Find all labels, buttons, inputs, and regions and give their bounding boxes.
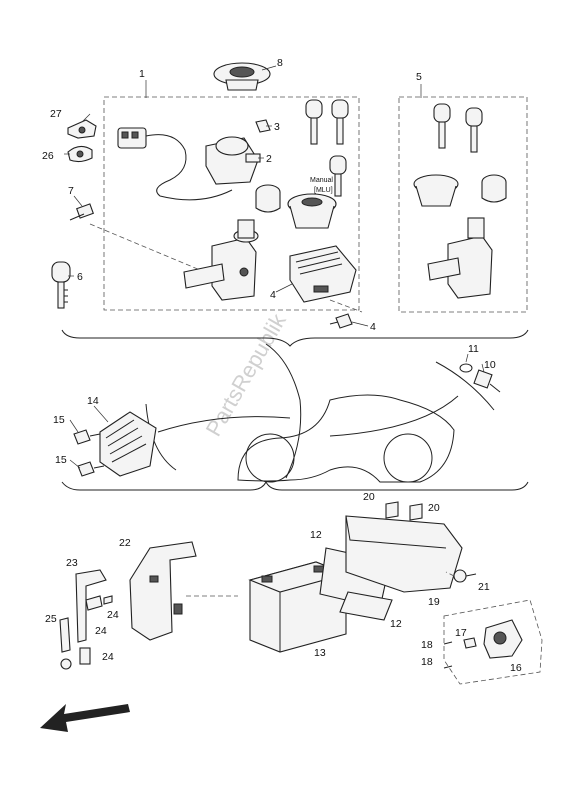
callout-21: 21 xyxy=(478,581,490,593)
rectifier-wire-left xyxy=(145,403,177,471)
sensor-wire xyxy=(435,361,495,411)
callout-4b: 4 xyxy=(370,321,376,333)
key-set-part xyxy=(305,99,349,197)
bolt-part-3 xyxy=(255,119,271,133)
key-tag-line1: Manual xyxy=(310,177,333,184)
key-tag-line2: [MLU] xyxy=(314,187,333,194)
relay-group-box xyxy=(443,599,543,685)
callout-7: 7 xyxy=(68,185,74,197)
callout-6: 6 xyxy=(77,271,83,283)
battery-bracket-part-22 xyxy=(129,541,197,641)
callout-3: 3 xyxy=(274,121,280,133)
bolt-part-15b xyxy=(77,461,105,477)
motorcycle-outline xyxy=(237,343,455,483)
rectifier-part xyxy=(99,411,157,477)
callout-24a: 24 xyxy=(107,609,119,621)
main-switch-part xyxy=(117,127,261,201)
direction-arrow-icon xyxy=(40,704,130,732)
spare-key-set-part xyxy=(433,103,483,153)
pad-part-24b xyxy=(103,595,113,605)
lock-set-box-right xyxy=(398,96,528,313)
callout-2: 2 xyxy=(266,153,272,165)
callout-18b: 18 xyxy=(421,656,433,668)
callout-4a: 4 xyxy=(270,289,276,301)
clamp-part-27 xyxy=(67,119,97,139)
steering-lock-assembly-part xyxy=(183,219,259,301)
clamp-part-26 xyxy=(67,145,93,163)
bracket-part-23 xyxy=(75,569,107,643)
spare-cylinder-part xyxy=(481,174,507,203)
guide-line-4 xyxy=(329,299,363,313)
clip-part-20b xyxy=(409,503,423,521)
lock-cylinder-part xyxy=(255,184,281,213)
screw-part-18b xyxy=(443,665,453,669)
fuse-part-17 xyxy=(463,637,477,649)
callout-10: 10 xyxy=(484,359,496,371)
callout-24b: 24 xyxy=(95,625,107,637)
screw-part-18a xyxy=(443,641,453,645)
rectifier-wire xyxy=(157,416,291,433)
bolt-part-15a xyxy=(73,429,101,445)
pad-part-24a xyxy=(85,595,103,611)
key-icon xyxy=(51,261,71,309)
callout-22: 22 xyxy=(119,537,131,549)
callout-18a: 18 xyxy=(421,639,433,651)
callout-20b: 20 xyxy=(428,502,440,514)
control-unit-part xyxy=(289,245,357,303)
spare-steering-lock-part xyxy=(427,217,493,299)
clip-part-20a xyxy=(385,501,399,519)
callout-15b: 15 xyxy=(55,454,67,466)
callout-11: 11 xyxy=(468,343,479,355)
leader-lines xyxy=(64,65,485,469)
callout-12b: 12 xyxy=(390,618,402,630)
guide-line-7 xyxy=(89,223,201,271)
key-tag: Manual [MLU] xyxy=(310,177,333,194)
callout-23: 23 xyxy=(66,557,78,569)
callout-8: 8 xyxy=(277,57,283,69)
callout-16: 16 xyxy=(510,662,522,674)
callout-26: 26 xyxy=(42,150,54,162)
middle-section-brace xyxy=(61,480,529,491)
bolt-part-25 xyxy=(59,617,72,670)
lock-set-box xyxy=(103,96,360,311)
callout-12a: 12 xyxy=(310,529,322,541)
callout-labels: 1 8 5 27 3 26 2 7 6 4 4 11 10 14 15 15 2… xyxy=(42,57,522,674)
callout-17: 17 xyxy=(455,627,467,639)
callout-1: 1 xyxy=(139,68,145,80)
o-ring-part-11 xyxy=(459,363,473,373)
callout-13: 13 xyxy=(314,647,326,659)
bolt-part-4 xyxy=(329,313,353,329)
pad-part-24c xyxy=(79,647,91,665)
callout-27: 27 xyxy=(50,108,62,120)
spare-seat-cap-part xyxy=(413,174,459,207)
sensor-part-10 xyxy=(473,369,501,393)
callout-19: 19 xyxy=(428,596,440,608)
watermark: PartsRepublik xyxy=(201,309,292,441)
callout-15a: 15 xyxy=(53,414,65,426)
callout-24c: 24 xyxy=(102,651,114,663)
top-section-brace xyxy=(61,329,529,347)
screw-part-7 xyxy=(69,203,94,221)
guide-line-21 xyxy=(445,571,455,577)
battery-pad-part-12b xyxy=(339,591,393,621)
fuel-cap-lock-part xyxy=(213,62,271,91)
seat-lock-cap-part xyxy=(287,193,337,229)
callout-20a: 20 xyxy=(363,491,375,503)
relay-part-16 xyxy=(483,619,523,659)
sensor-wire-2 xyxy=(329,395,459,437)
battery-box-part-19 xyxy=(345,515,463,593)
callout-14: 14 xyxy=(87,395,99,407)
callout-25: 25 xyxy=(45,613,57,625)
bolt-part-21 xyxy=(453,569,477,583)
callout-5: 5 xyxy=(416,71,422,83)
